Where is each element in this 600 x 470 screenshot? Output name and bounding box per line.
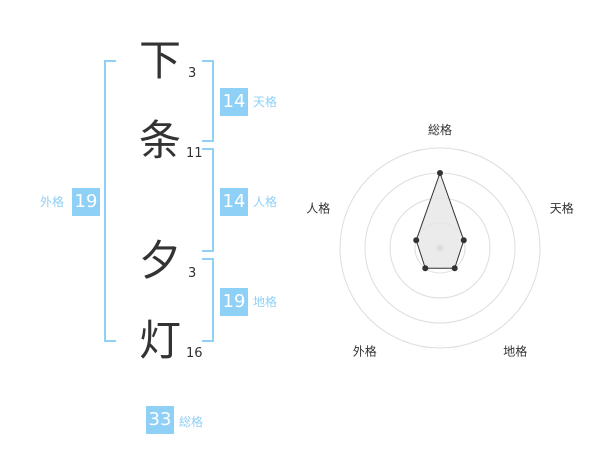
radar-point-3 [422, 265, 429, 272]
name-char-4: 灯 [138, 316, 181, 365]
stroke-count-3: 3 [188, 266, 197, 281]
radar-polygon [415, 171, 465, 269]
radar-axis-label: 地格 [503, 344, 527, 359]
radar-axis-label: 人格 [306, 200, 330, 215]
soukaku-value: 33 [146, 406, 174, 434]
chikaku-label: 地格 [253, 295, 278, 309]
radar-center-dot [436, 244, 444, 252]
radar-shape [413, 170, 467, 272]
radar-axis-label: 天格 [550, 200, 574, 215]
name-char-1: 下 [138, 36, 181, 85]
radar-ring-4 [339, 147, 541, 349]
tenkaku-bracket [202, 60, 214, 142]
radar-point-1 [460, 237, 467, 244]
radar-point-0 [437, 170, 443, 176]
radar-axis-label: 総格 [428, 122, 452, 137]
stroke-count-2: 11 [186, 146, 203, 161]
radar-point-2 [451, 265, 458, 272]
jinkaku-bracket [202, 148, 214, 252]
name-char-2: 条 [138, 116, 181, 165]
jinkaku-value: 14 [220, 188, 248, 216]
stroke-count-4: 16 [186, 346, 203, 361]
chikaku-value: 19 [220, 288, 248, 316]
tenkaku-value: 14 [220, 88, 248, 116]
chikaku-bracket [202, 258, 214, 342]
gaikaku-bracket [104, 60, 116, 342]
gaikaku-value: 19 [72, 188, 100, 216]
name-char-3: 夕 [138, 236, 181, 285]
jinkaku-label: 人格 [253, 195, 278, 209]
soukaku-label: 総格 [179, 415, 204, 429]
radar-point-4 [413, 237, 420, 244]
stroke-count-1: 3 [188, 66, 197, 81]
radar-axis-label: 外格 [353, 344, 377, 359]
gaikaku-label: 外格 [40, 195, 65, 209]
tenkaku-label: 天格 [253, 95, 278, 109]
